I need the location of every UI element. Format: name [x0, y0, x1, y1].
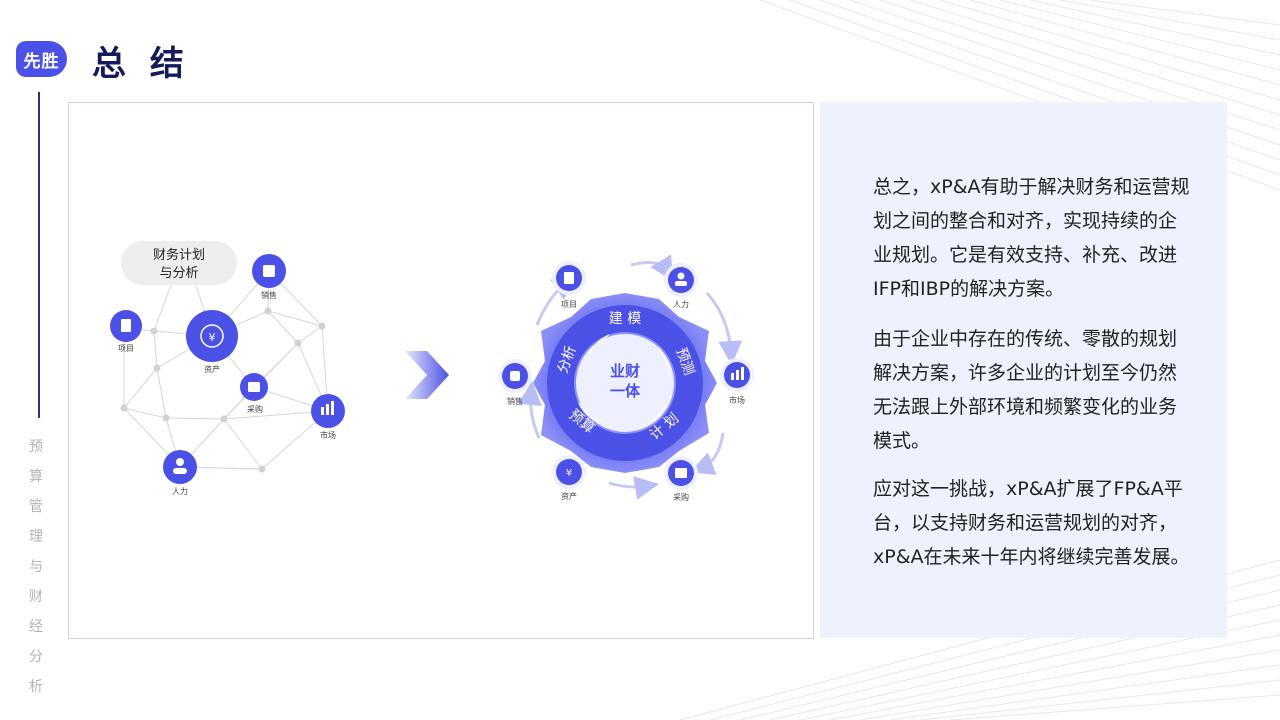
cycle-node-asset: ¥ 资产	[552, 455, 586, 501]
svg-text:销售: 销售	[261, 290, 277, 300]
vertical-char: 与	[29, 559, 43, 575]
vertical-char: 经	[29, 619, 43, 635]
svg-text:资产: 资产	[204, 364, 220, 374]
left-node-asset: ¥ 资产	[186, 310, 238, 374]
svg-text:市场: 市场	[320, 430, 336, 440]
cycle-center-line2: 一体	[610, 382, 641, 400]
vertical-char: 预	[29, 439, 43, 455]
transformation-diagram: 财务计划 与分析 销售 项目 ¥ 资产 采购 市场	[110, 241, 754, 502]
side-divider	[38, 92, 40, 418]
svg-text:市场: 市场	[729, 395, 745, 405]
vertical-char: 财	[29, 589, 43, 605]
ring-label-modeling: 建 模	[609, 311, 641, 327]
summary-paragraph-1: 总之，xP&A有助于解决财务和运营规划之间的整合和对齐，实现持续的企业规划。它是…	[873, 176, 1190, 300]
summary-paragraph-2: 由于企业中存在的传统、零散的规划解决方案，许多企业的计划至今仍然无法跟上外部环境…	[873, 328, 1178, 452]
cycle-diagram: 业财 一体 建 模 预测 计 划 预算 分析 项目 人力 市场	[498, 254, 754, 502]
svg-text:采购: 采购	[247, 404, 263, 414]
cycle-node-purchase: 采购	[664, 456, 698, 502]
cycle-node-project: 项目	[552, 261, 586, 309]
cycle-node-sales: 销售	[498, 359, 532, 406]
svg-text:销售: 销售	[507, 396, 523, 406]
brand-logo: 先胜	[16, 41, 67, 77]
left-node-market: 市场	[311, 394, 345, 440]
cycle-center-line1: 业财	[610, 362, 640, 380]
cycle-node-market: 市场	[720, 358, 754, 405]
summary-paragraph-3: 应对这一挑战，xP&A扩展了FP&A平台，以支持财务和运营规划的对齐，xP&A在…	[873, 478, 1190, 568]
fpa-bubble-line1: 财务计划	[153, 247, 205, 263]
vertical-section-label: 预 算 管 理 与 财 经 分 析	[26, 432, 46, 702]
fpa-bubble-line2: 与分析	[159, 266, 198, 281]
network-dots	[120, 307, 326, 473]
svg-text:人力: 人力	[673, 299, 689, 309]
svg-text:¥: ¥	[566, 468, 572, 479]
svg-text:项目: 项目	[561, 300, 577, 309]
yen-icon: ¥	[209, 331, 216, 344]
cycle-center	[574, 332, 676, 434]
svg-text:采购: 采购	[673, 492, 689, 502]
page-title: 总 结	[92, 44, 190, 84]
left-node-sales: 销售	[252, 254, 286, 300]
summary-panel: 总之，xP&A有助于解决财务和运营规划之间的整合和对齐，实现持续的企业规划。它是…	[820, 102, 1227, 638]
vertical-char: 分	[29, 649, 43, 665]
vertical-char: 析	[29, 679, 43, 695]
left-node-hr: 人力	[163, 450, 197, 496]
transition-arrow-icon	[405, 351, 449, 399]
svg-text:资产: 资产	[561, 491, 577, 501]
vertical-char: 理	[29, 529, 43, 545]
fpa-bubble	[121, 241, 237, 285]
left-node-project: 项目	[110, 310, 142, 353]
svg-text:人力: 人力	[172, 486, 188, 496]
svg-text:项目: 项目	[118, 344, 134, 353]
diagram-panel: 财务计划 与分析 销售 项目 ¥ 资产 采购 市场	[68, 102, 814, 639]
vertical-char: 算	[29, 469, 43, 485]
vertical-char: 管	[29, 499, 43, 515]
left-node-purchase: 采购	[240, 373, 268, 414]
cycle-node-hr: 人力	[664, 263, 698, 309]
